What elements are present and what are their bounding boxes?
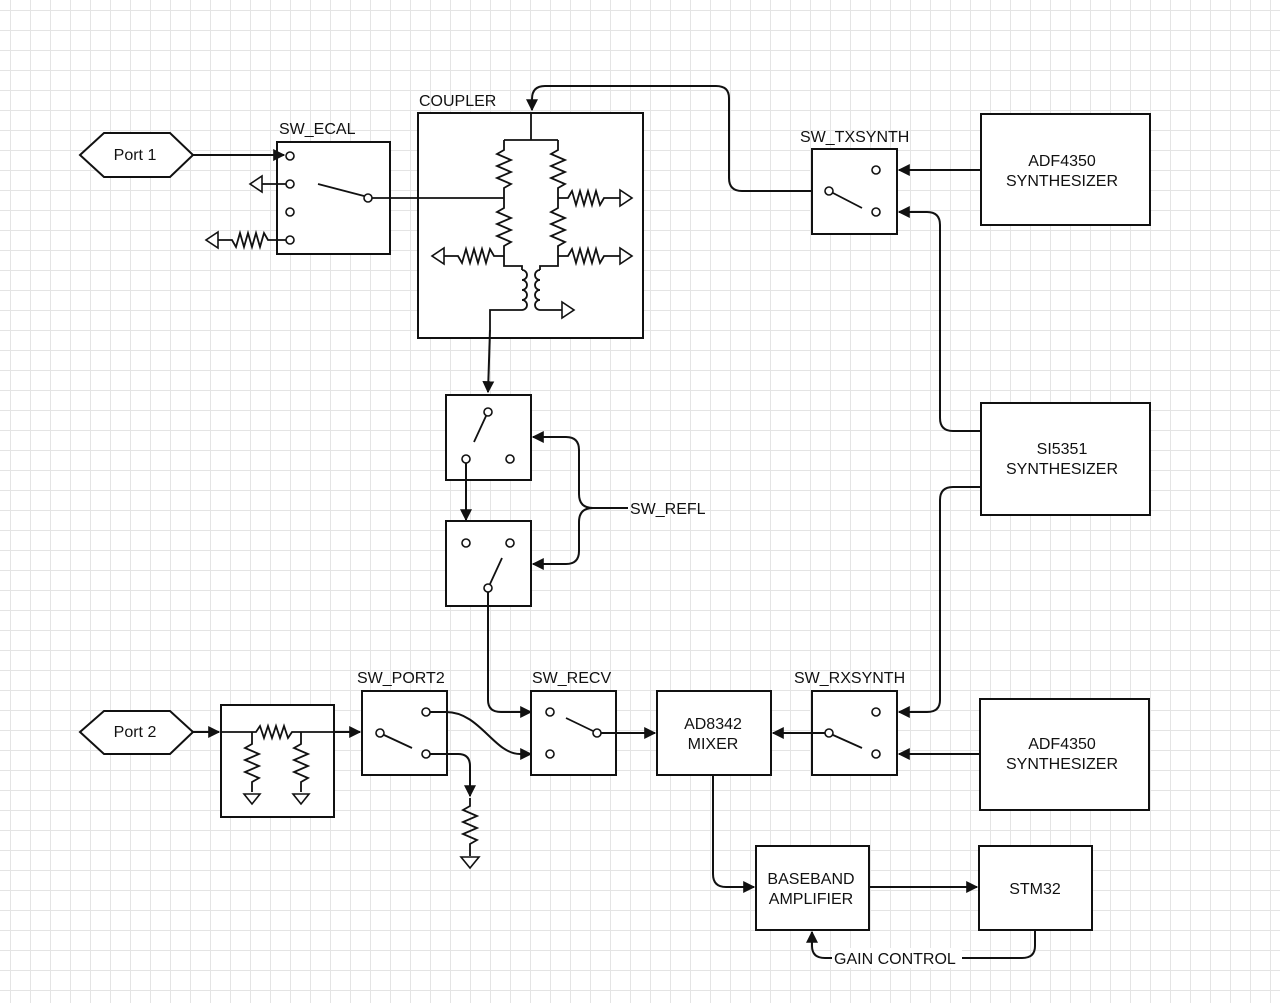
adf4350-top-block: ADF4350 SYNTHESIZER bbox=[980, 113, 1151, 226]
baseband-line2: AMPLIFIER bbox=[769, 891, 853, 908]
adf4350-bottom-line2: SYNTHESIZER bbox=[1006, 756, 1118, 773]
ad8342-mixer-block: AD8342 MIXER bbox=[656, 690, 772, 776]
sw-txsynth-switch: SW_TXSYNTH bbox=[800, 129, 909, 235]
wire-coupler-to-txsynth bbox=[526, 85, 829, 192]
mixer-line1: AD8342 bbox=[684, 716, 742, 733]
adf4350-bottom-block: ADF4350 SYNTHESIZER bbox=[979, 698, 1150, 811]
sw-refl-switch-upper bbox=[445, 394, 532, 481]
adf4350-top-line1: ADF4350 bbox=[1028, 153, 1096, 170]
ecal-ground-symbol bbox=[248, 174, 263, 194]
stm32-label: STM32 bbox=[1009, 881, 1061, 898]
wire-si5351-to-rxsynth bbox=[897, 486, 981, 718]
sw-recv-switch: SW_RECV bbox=[530, 670, 617, 776]
sw-ecal-label: SW_ECAL bbox=[279, 121, 356, 138]
stm32-block: STM32 bbox=[978, 845, 1093, 931]
wire-coupler-to-refl bbox=[482, 329, 495, 394]
gain-control-label-bg bbox=[832, 948, 962, 968]
wire-mixer-to-baseband bbox=[712, 775, 756, 893]
sw-port2-label: SW_PORT2 bbox=[357, 670, 445, 687]
sw-refl-label: SW_REFL bbox=[630, 501, 706, 518]
ecal-load-ground-symbol bbox=[204, 230, 219, 250]
si5351-line2: SYNTHESIZER bbox=[1006, 461, 1118, 478]
wire-sw-refl-control-upper bbox=[531, 431, 628, 509]
port2-termination-ground bbox=[459, 856, 481, 870]
sw-rxsynth-label: SW_RXSYNTH bbox=[794, 670, 905, 687]
wire-sw-refl-control-lower bbox=[531, 507, 594, 570]
sw-ecal-switch: SW_ECAL bbox=[276, 121, 391, 255]
wire-si5351-to-txsynth bbox=[897, 206, 981, 432]
sw-txsynth-label: SW_TXSYNTH bbox=[800, 129, 909, 146]
sw-rxsynth-switch: SW_RXSYNTH bbox=[794, 670, 905, 776]
gain-control-label: GAIN CONTROL bbox=[834, 951, 956, 968]
si5351-line1: SI5351 bbox=[1037, 441, 1088, 458]
port-1-label: Port 1 bbox=[114, 147, 157, 164]
coupler-block: COUPLER bbox=[417, 93, 644, 339]
baseband-line1: BASEBAND bbox=[767, 871, 854, 888]
ecal-load-stub bbox=[218, 229, 286, 251]
baseband-amplifier-block: BASEBAND AMPLIFIER bbox=[755, 845, 870, 931]
port-1-terminal: Port 1 bbox=[78, 132, 195, 178]
port2-termination-resistor bbox=[460, 798, 480, 856]
adf4350-bottom-line1: ADF4350 bbox=[1028, 736, 1096, 753]
si5351-block: SI5351 SYNTHESIZER bbox=[980, 402, 1151, 516]
wire-port2-to-recv bbox=[430, 711, 533, 760]
mixer-line2: MIXER bbox=[688, 736, 739, 753]
port-2-terminal: Port 2 bbox=[78, 710, 195, 755]
port-2-label: Port 2 bbox=[114, 724, 157, 741]
attenuator-pad bbox=[220, 704, 335, 818]
sw-port2-switch: SW_PORT2 bbox=[357, 670, 448, 776]
wire-refl-to-recv bbox=[487, 592, 533, 718]
coupler-label: COUPLER bbox=[419, 93, 496, 110]
sw-recv-label: SW_RECV bbox=[532, 670, 611, 687]
sw-refl-switch-lower bbox=[445, 520, 532, 607]
wire-port2-to-load bbox=[430, 753, 476, 798]
adf4350-top-line2: SYNTHESIZER bbox=[1006, 173, 1118, 190]
